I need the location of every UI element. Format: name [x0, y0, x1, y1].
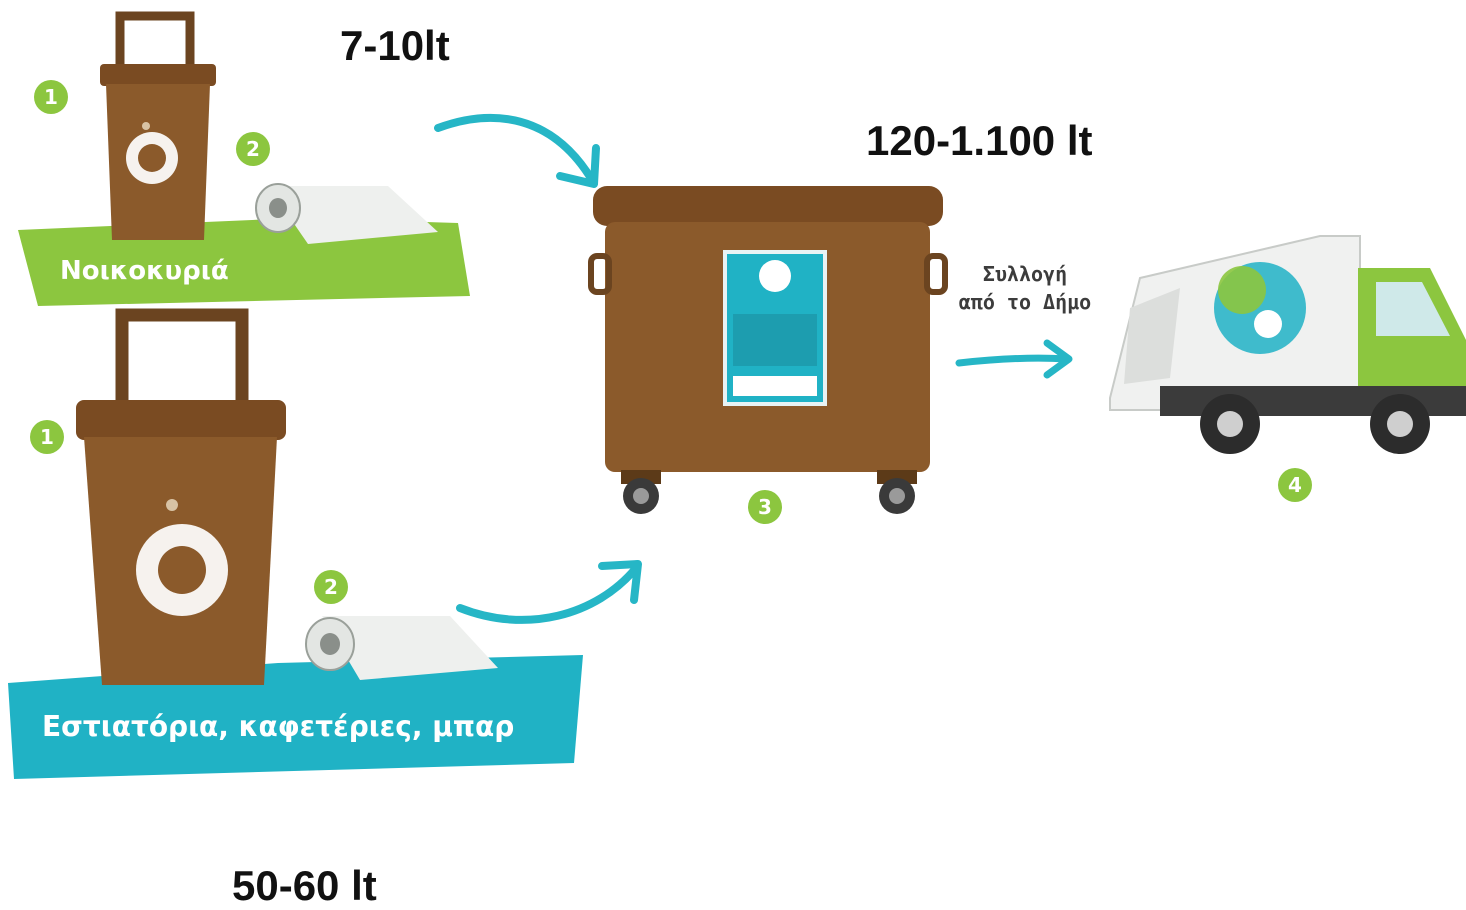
collection-line-2: από το Δήμο [930, 288, 1120, 316]
garbage-truck-image [1100, 228, 1466, 458]
step-1-business: 1 [30, 420, 64, 454]
step-1-household: 1 [34, 80, 68, 114]
business-bin-image [72, 305, 282, 695]
container-image [585, 178, 955, 518]
step-3-container: 3 [748, 490, 782, 524]
step-2-household: 2 [236, 132, 270, 166]
step-4-truck: 4 [1278, 468, 1312, 502]
collection-label: Συλλογή από το Δήμο [930, 260, 1120, 316]
arrow-business-to-container [456, 556, 656, 646]
collection-line-1: Συλλογή [930, 260, 1120, 288]
business-bin-volume: 50-60 lt [232, 862, 377, 910]
step-2-business: 2 [314, 570, 348, 604]
household-bin-image [100, 8, 220, 253]
arrow-household-to-container [432, 104, 612, 194]
businesses-label: Εστιατόρια, καφετέριες, μπαρ [42, 710, 514, 743]
container-volume: 120-1.100 lt [866, 117, 1093, 165]
households-label: Νοικοκυριά [60, 256, 229, 286]
household-bin-volume: 7-10lt [340, 22, 450, 70]
arrow-container-to-truck [955, 335, 1085, 385]
bag-roll-image-1 [248, 180, 458, 250]
